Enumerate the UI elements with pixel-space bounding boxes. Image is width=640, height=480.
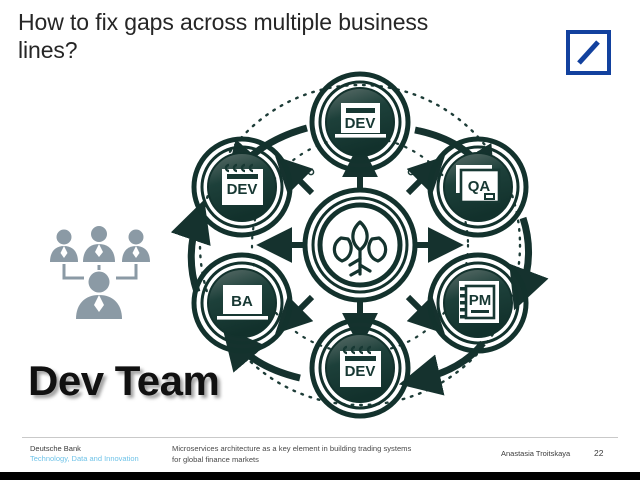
footer-subject: Microservices architecture as a key elem… [172,444,412,464]
footer: Deutsche Bank Technology, Data and Innov… [0,441,640,471]
dev-team-heading: Dev Team [28,357,220,404]
notepad-icon [222,163,263,205]
node-label-ba: BA [231,293,253,310]
node-label-dev-left: DEV [227,181,258,198]
footer-author: Anastasia Troitskaya [501,449,571,458]
window-icon [456,165,501,204]
org-chart-people-icon [44,226,156,326]
bottom-band [0,472,640,480]
notebook-icon [459,281,499,323]
cycle-diagram: DEV DEV QA [165,60,555,430]
deutsche-bank-logo [566,30,611,75]
laptop-icon [217,285,268,320]
node-dev-left[interactable]: DEV [191,136,293,238]
deutsche-bank-logo-svg [566,30,611,75]
node-label-dev-top: DEV [345,115,376,132]
node-label-dev-bottom: DEV [345,363,376,380]
node-label-qa: QA [468,178,491,195]
footer-company: Deutsche Bank [30,444,81,453]
footer-divider [22,437,618,438]
outer-dotted-ring [198,83,522,407]
footer-division: Technology, Data and Innovation [30,454,139,463]
notepad-icon [340,345,381,387]
node-pm[interactable]: PM [427,252,529,354]
center-node[interactable] [302,187,418,303]
accent-dot-upper-right [407,168,415,176]
node-label-pm: PM [469,292,492,309]
node-ba[interactable]: BA [191,252,293,354]
footer-page-number: 22 [594,448,604,458]
accent-dot-upper-left [307,168,315,176]
node-dev-top[interactable]: DEV [309,71,411,173]
footer-brand: Deutsche Bank Technology, Data and Innov… [30,444,139,464]
node-dev-bottom[interactable]: DEV [309,317,411,419]
monitor-icon [335,103,386,138]
org-chart-people-svg [50,226,150,319]
page-title: How to fix gaps across multiple business… [18,9,429,63]
node-qa[interactable]: QA [427,136,529,238]
inner-dotted-ring [250,135,470,355]
plant-sprout-icon [332,220,388,277]
cycle-diagram-svg: DEV DEV QA [170,71,549,419]
